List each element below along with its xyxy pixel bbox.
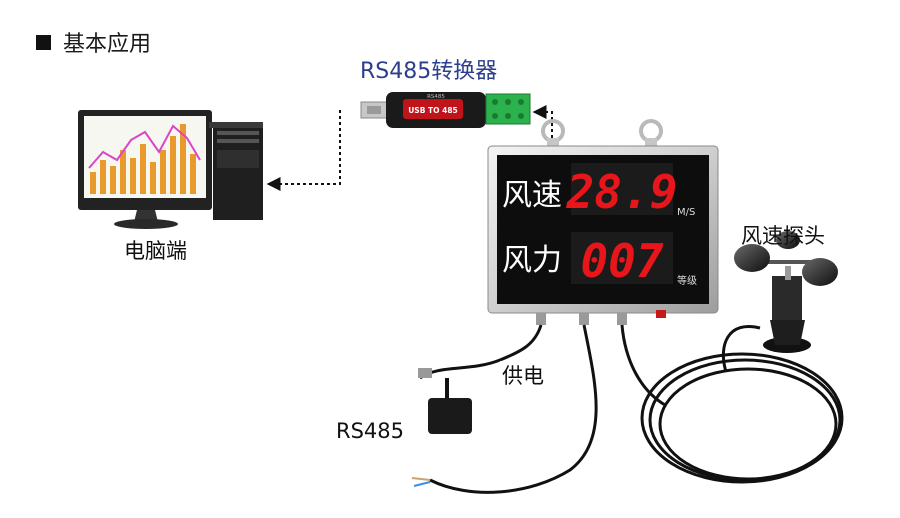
arrow-to-pc xyxy=(268,110,340,184)
converter-band-text: USB TO 485 xyxy=(408,106,458,115)
unit-wind-speed: M/S xyxy=(677,207,695,218)
converter-top-text: RS485 xyxy=(427,94,445,100)
row-label-wind-force: 风力 xyxy=(502,243,562,278)
monitor-base xyxy=(114,219,178,229)
power-label: 供电 xyxy=(502,360,544,390)
display-panel: 风速 28.9 M/S 风力 007 等级 xyxy=(488,146,718,313)
unit-wind-force: 等级 xyxy=(677,274,697,287)
terminal-block xyxy=(486,94,530,124)
pc-label: 电脑端 xyxy=(124,235,187,265)
power-adapter xyxy=(418,368,472,434)
led-value-wind-speed: 28.9 xyxy=(566,165,678,219)
led-value-wind-force: 007 xyxy=(580,234,663,288)
row-label-wind-speed: 风速 xyxy=(502,178,562,213)
sensor-label: 风速探头 xyxy=(741,220,825,250)
rs485-label: RS485 xyxy=(336,419,404,443)
sensor-cable-coil-2 xyxy=(660,369,836,479)
sensor-upper-cable xyxy=(723,326,760,372)
rs485-converter-device: USB TO 485 RS485 xyxy=(361,92,530,128)
pc-illustration xyxy=(78,110,263,229)
sensor-cable-coil-3 xyxy=(642,354,842,482)
